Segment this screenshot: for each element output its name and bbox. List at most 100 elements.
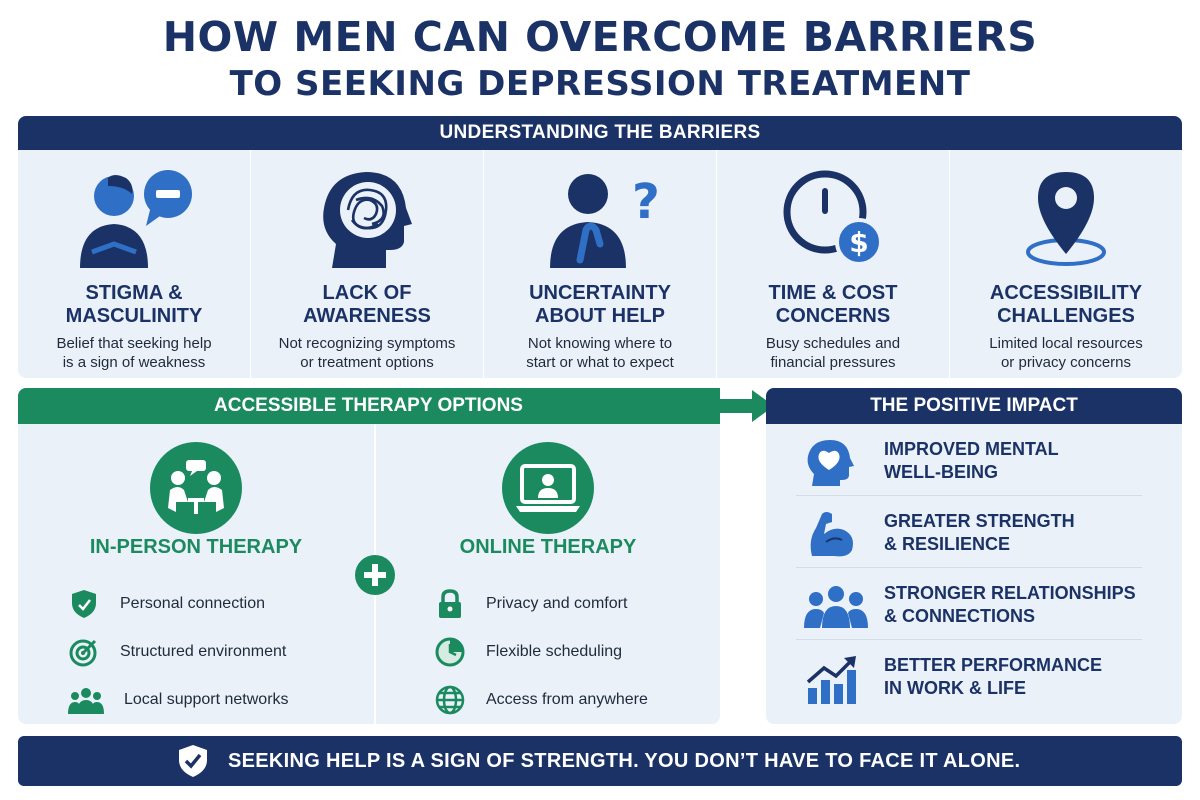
online-list: Privacy and comfort Flexible scheduling …: [434, 580, 648, 724]
location-pin-icon: [950, 164, 1182, 274]
in-person-column: IN-PERSON THERAPY Personal connection St…: [18, 424, 374, 724]
impact-text: STRONGER RELATIONSHIPS & CONNECTIONS: [884, 582, 1154, 628]
impact-text: GREATER STRENGTH & RESILIENCE: [884, 510, 1154, 556]
online-column: ONLINE THERAPY Privacy and comfort Flexi…: [376, 424, 720, 724]
in-person-title: IN-PERSON THERAPY: [89, 536, 303, 558]
list-item-label: Local support networks: [124, 691, 289, 708]
impact-item-performance: BETTER PERFORMANCE IN WORK & LIFE: [796, 640, 1142, 712]
barrier-desc-line: Busy schedules and: [765, 335, 901, 352]
barrier-desc-line: start or what to expect: [526, 354, 674, 371]
barrier-awareness: LACK OF AWARENESS Not recognizing sympto…: [251, 150, 484, 378]
barrier-title-line: ABOUT HELP: [535, 305, 665, 327]
impact-text-line: GREATER STRENGTH: [884, 511, 1075, 531]
shield-check-icon: [179, 745, 207, 777]
barrier-title-line: STIGMA &: [85, 282, 183, 304]
flexed-arm-icon: [810, 512, 853, 557]
list-item: Access from anywhere: [434, 676, 648, 724]
barrier-desc-line: Limited local resources: [989, 335, 1143, 352]
barrier-desc: Limited local resources or privacy conce…: [950, 334, 1182, 372]
lock-icon: [439, 589, 461, 618]
growth-chart-icon: [806, 656, 856, 704]
barrier-desc-line: Not knowing where to: [527, 335, 673, 352]
therapy-header: ACCESSIBLE THERAPY OPTIONS: [18, 388, 720, 424]
barrier-title-line: CHALLENGES: [997, 305, 1135, 327]
barrier-accessibility: ACCESSIBILITY CHALLENGES Limited local r…: [950, 150, 1182, 378]
list-item-label: Personal connection: [120, 595, 265, 612]
barrier-desc-line: or privacy concerns: [1000, 354, 1132, 371]
stigma-icon: [18, 164, 250, 274]
barrier-time-cost: $ TIME & COST CONCERNS Busy schedules an…: [717, 150, 950, 378]
impact-section: THE POSITIVE IMPACT IMPROVED MENTAL WELL…: [766, 388, 1182, 724]
online-therapy-icon: [376, 442, 720, 534]
barrier-desc: Busy schedules and financial pressures: [717, 334, 949, 372]
barrier-title: ACCESSIBILITY CHALLENGES: [950, 282, 1182, 328]
impact-text-line: STRONGER RELATIONSHIPS: [884, 583, 1136, 603]
impact-text-line: & RESILIENCE: [884, 534, 1011, 554]
barrier-title: LACK OF AWARENESS: [251, 282, 483, 328]
footer-banner: SEEKING HELP IS A SIGN OF STRENGTH. YOU …: [18, 736, 1182, 786]
group-icon: [804, 586, 868, 628]
impact-text-line: IN WORK & LIFE: [884, 678, 1026, 698]
barrier-desc: Not recognizing symptoms or treatment op…: [251, 334, 483, 372]
therapy-section: ACCESSIBLE THERAPY OPTIONS IN-PERSON THE…: [18, 388, 774, 724]
impact-text: IMPROVED MENTAL WELL-BEING: [884, 438, 1154, 484]
barrier-title: UNCERTAINTY ABOUT HELP: [484, 282, 716, 328]
barriers-row: STIGMA & MASCULINITY Belief that seeking…: [18, 150, 1182, 378]
heart-head-icon: [807, 440, 854, 486]
list-item: Local support networks: [68, 676, 289, 724]
question-person-icon: ?: [484, 164, 716, 274]
barrier-desc-line: financial pressures: [770, 354, 896, 371]
list-item: Flexible scheduling: [434, 628, 648, 676]
barrier-title-line: TIME & COST: [768, 282, 898, 304]
list-item: Personal connection: [68, 580, 289, 628]
impact-item-wellbeing: IMPROVED MENTAL WELL-BEING: [796, 424, 1142, 496]
list-item-label: Privacy and comfort: [486, 595, 628, 612]
arrow-right-icon: [718, 390, 774, 422]
svg-text:?: ?: [632, 174, 660, 230]
title-line-1: HOW MEN CAN OVERCOME BARRIERS: [162, 13, 1038, 61]
in-person-list: Personal connection Structured environme…: [68, 580, 289, 724]
svg-text:$: $: [849, 226, 868, 259]
barrier-desc: Not knowing where to start or what to ex…: [484, 334, 716, 372]
barrier-title: TIME & COST CONCERNS: [717, 282, 949, 328]
barrier-uncertainty: ? UNCERTAINTY ABOUT HELP Not knowing whe…: [484, 150, 717, 378]
barrier-title-line: MASCULINITY: [65, 305, 203, 327]
impact-header: THE POSITIVE IMPACT: [766, 388, 1182, 424]
list-item: Structured environment: [68, 628, 289, 676]
clock-icon: [435, 637, 465, 667]
list-item-label: Access from anywhere: [486, 691, 648, 708]
barrier-desc-line: is a sign of weakness: [62, 354, 206, 371]
online-title: ONLINE THERAPY: [459, 536, 637, 558]
impact-text-line: BETTER PERFORMANCE: [884, 655, 1103, 675]
barriers-section: UNDERSTANDING THE BARRIERS STIGMA & MASC…: [18, 116, 1182, 378]
list-item-label: Structured environment: [120, 643, 287, 660]
list-item-label: Flexible scheduling: [486, 643, 623, 660]
title-line-2: TO SEEKING DEPRESSION TREATMENT: [229, 64, 971, 104]
barrier-title-line: AWARENESS: [303, 305, 431, 327]
clock-dollar-icon: $: [717, 164, 949, 274]
plus-icon: [355, 555, 395, 595]
target-icon: [69, 639, 97, 667]
shield-check-icon: [72, 590, 96, 618]
barrier-desc-line: Belief that seeking help: [56, 335, 212, 352]
barrier-title-line: UNCERTAINTY: [529, 282, 671, 304]
barriers-header: UNDERSTANDING THE BARRIERS: [18, 116, 1182, 150]
impact-item-relationships: STRONGER RELATIONSHIPS & CONNECTIONS: [796, 568, 1142, 640]
impact-text-line: WELL-BEING: [884, 462, 998, 482]
globe-icon: [435, 685, 465, 715]
barrier-desc-line: or treatment options: [300, 354, 434, 371]
page-title: HOW MEN CAN OVERCOME BARRIERS TO SEEKING…: [0, 12, 1200, 106]
barrier-title: STIGMA & MASCULINITY: [18, 282, 250, 328]
list-item: Privacy and comfort: [434, 580, 648, 628]
barrier-desc-line: Not recognizing symptoms: [278, 335, 456, 352]
impact-item-strength: GREATER STRENGTH & RESILIENCE: [796, 496, 1142, 568]
barrier-stigma: STIGMA & MASCULINITY Belief that seeking…: [18, 150, 251, 378]
barrier-title-line: ACCESSIBILITY: [989, 282, 1143, 304]
impact-text-line: IMPROVED MENTAL: [884, 439, 1059, 459]
in-person-therapy-icon: [18, 442, 374, 534]
group-icon: [68, 688, 104, 714]
impact-text: BETTER PERFORMANCE IN WORK & LIFE: [884, 654, 1154, 700]
barrier-title-line: CONCERNS: [775, 305, 891, 327]
head-thoughts-icon: [251, 164, 483, 274]
impact-text-line: & CONNECTIONS: [884, 606, 1036, 626]
